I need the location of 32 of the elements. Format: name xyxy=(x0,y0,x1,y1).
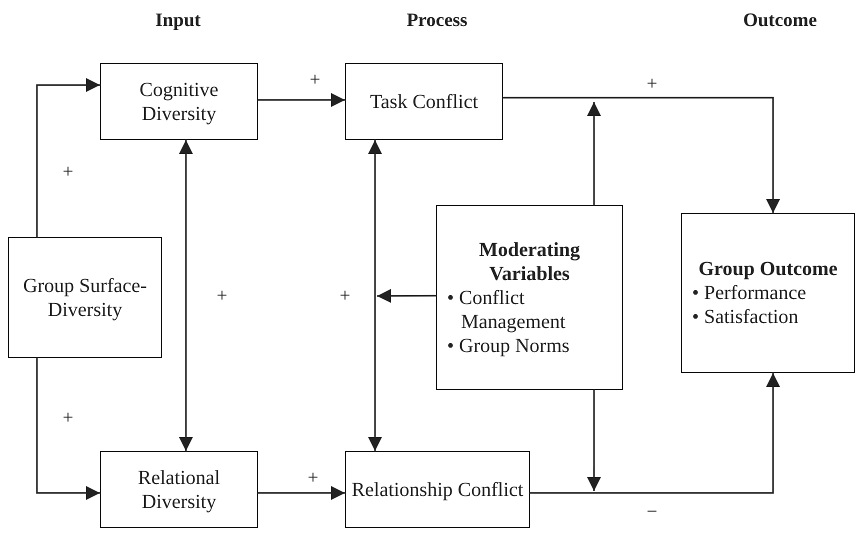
bullet-item: • Satisfaction xyxy=(692,305,800,329)
arrow xyxy=(36,358,100,500)
arrow xyxy=(178,140,193,451)
arrow xyxy=(503,96,780,213)
arrow xyxy=(258,486,345,500)
arrow xyxy=(377,288,436,303)
arrow xyxy=(258,92,345,107)
arrow xyxy=(587,102,601,205)
box xyxy=(8,237,162,358)
box-label: Relational Diversity xyxy=(136,466,222,514)
box xyxy=(100,451,258,528)
bullet-item: • Conflict Management xyxy=(447,286,566,334)
box-heading: Moderating Variables xyxy=(478,238,582,286)
box xyxy=(436,205,623,390)
box-heading: Group Outcome xyxy=(698,257,838,281)
column-heading: Input xyxy=(155,10,201,32)
box xyxy=(100,63,258,140)
box xyxy=(345,451,530,528)
arrow xyxy=(530,373,780,494)
box-label: Task Conflict xyxy=(370,90,478,114)
arrow xyxy=(587,390,601,491)
bullet-item: • Group Norms xyxy=(447,334,570,358)
box-label: Cognitive Diversity xyxy=(138,78,220,126)
arrow xyxy=(368,140,382,451)
arrow xyxy=(36,78,100,237)
box xyxy=(681,213,855,373)
box-label: Relationship Conflict xyxy=(352,478,524,502)
box xyxy=(345,63,503,140)
box-label: Group Surface-Diversity xyxy=(22,274,148,322)
column-heading: Outcome xyxy=(743,10,817,32)
bullet-item: • Performance xyxy=(692,281,808,305)
column-heading: Process xyxy=(406,10,468,32)
